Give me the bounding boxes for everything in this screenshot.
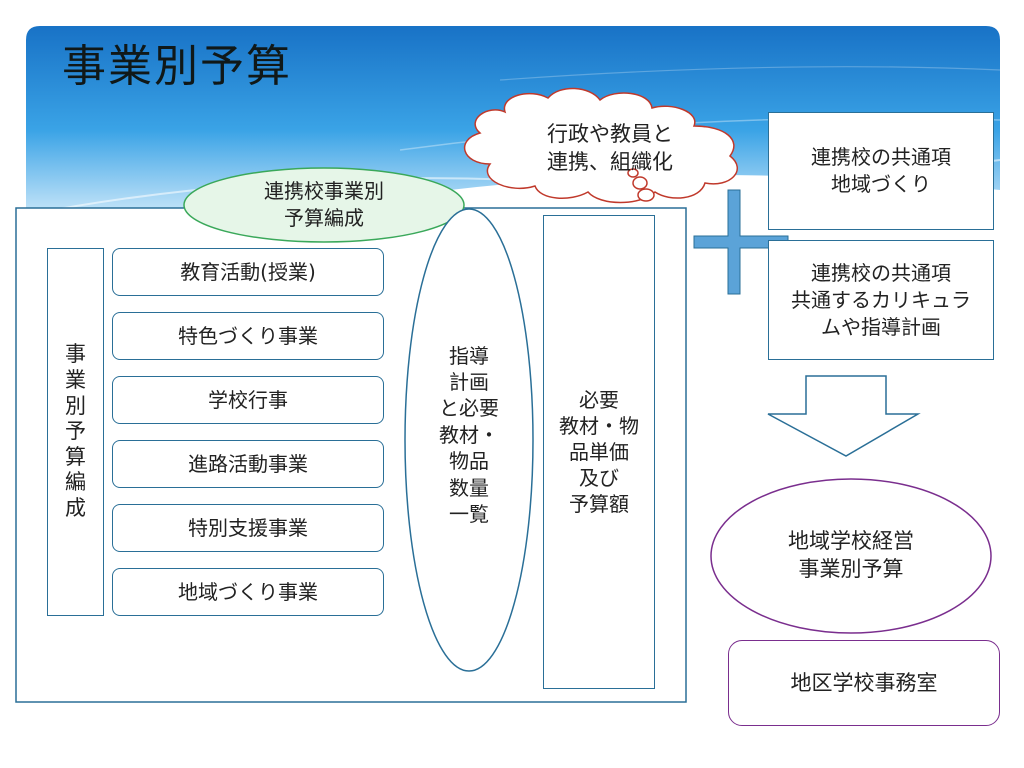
vertical-label-char: 業 <box>65 367 86 392</box>
common-item-curriculum-box: 連携校の共通項 共通するカリキュラ ムや指導計画 <box>768 240 994 360</box>
vertical-label-char: 算 <box>65 444 86 469</box>
linked-budget-label: 連携校事業別 予算編成 <box>264 179 384 230</box>
program-item-featured: 特色づくり事業 <box>112 312 384 360</box>
program-item-community: 地域づくり事業 <box>112 568 384 616</box>
slide-title: 事業別予算 <box>62 41 292 92</box>
vertical-label-char: 編 <box>65 470 86 495</box>
program-item-career: 進路活動事業 <box>112 440 384 488</box>
left-vertical-label-box: 事業別予算編成 <box>47 248 104 616</box>
common-item-community-box: 連携校の共通項 地域づくり <box>768 112 994 230</box>
district-office-box: 地区学校事務室 <box>728 640 1000 726</box>
guidance-list-label: 指導 計画 と必要 教材・ 物品 数量 一覧 <box>439 343 499 526</box>
regional-budget-label: 地域学校経営 事業別予算 <box>788 528 914 581</box>
program-item-teaching: 教育活動(授業) <box>112 248 384 296</box>
cloud-note: 行政や教員と 連携、組織化 <box>547 121 673 174</box>
vertical-label-char: 予 <box>65 419 86 444</box>
program-item-events: 学校行事 <box>112 376 384 424</box>
vertical-label-char: 別 <box>65 393 86 418</box>
vertical-label-char: 事 <box>65 342 86 367</box>
vertical-label-char: 成 <box>65 496 86 521</box>
unit-price-box: 必要 教材・物 品単価 及び 予算額 <box>543 215 655 689</box>
program-item-special-support: 特別支援事業 <box>112 504 384 552</box>
left-vertical-label: 事業別予算編成 <box>65 342 86 521</box>
